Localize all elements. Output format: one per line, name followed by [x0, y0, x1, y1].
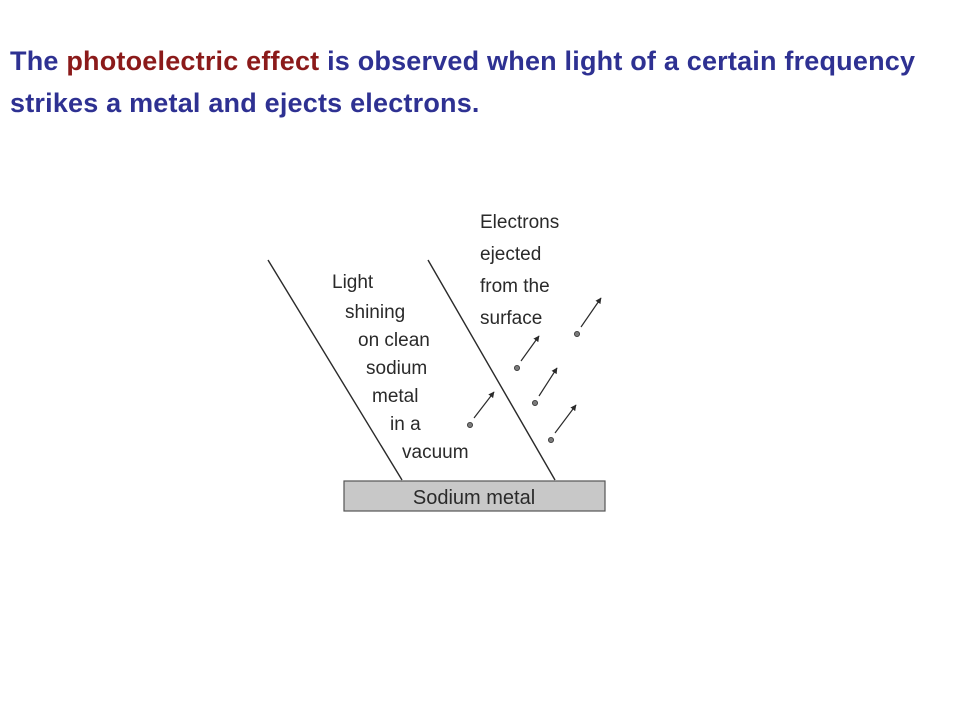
sodium-metal-label: Sodium metal — [413, 487, 535, 509]
light-beam-left-edge — [267, 259, 403, 481]
electrons-label: Electrons ejected from the surface — [480, 212, 564, 329]
ejected-electron — [574, 297, 602, 337]
light-label-line: Light — [332, 272, 374, 293]
ejected-electron — [466, 391, 495, 428]
light-label: Light shining on clean sodium metal in a… — [332, 272, 469, 463]
light-label-line: shining — [345, 302, 405, 323]
light-label-line: on clean — [358, 330, 430, 351]
light-label-line: sodium — [366, 358, 427, 379]
light-label-line: vacuum — [402, 442, 469, 463]
ejected-electron — [548, 404, 577, 443]
light-beam-right-edge — [427, 259, 556, 481]
sodium-metal-slab — [343, 480, 606, 512]
electrons-label-line: Electrons — [480, 212, 559, 233]
light-label-line: in a — [390, 414, 421, 435]
ejected-electron — [532, 367, 558, 406]
title-part-2: is observed when light of a certain freq… — [10, 46, 916, 118]
electrons-label-line: ejected — [480, 244, 541, 265]
ejected-electron — [514, 335, 540, 371]
light-label-line: metal — [372, 386, 418, 407]
electrons-label-line: from the — [480, 276, 550, 297]
slide-title: The photoelectric effect is observed whe… — [10, 40, 940, 124]
title-part-1: The — [10, 46, 67, 76]
title-highlight: photoelectric effect — [66, 46, 320, 76]
electrons-label-line: surface — [480, 308, 542, 329]
